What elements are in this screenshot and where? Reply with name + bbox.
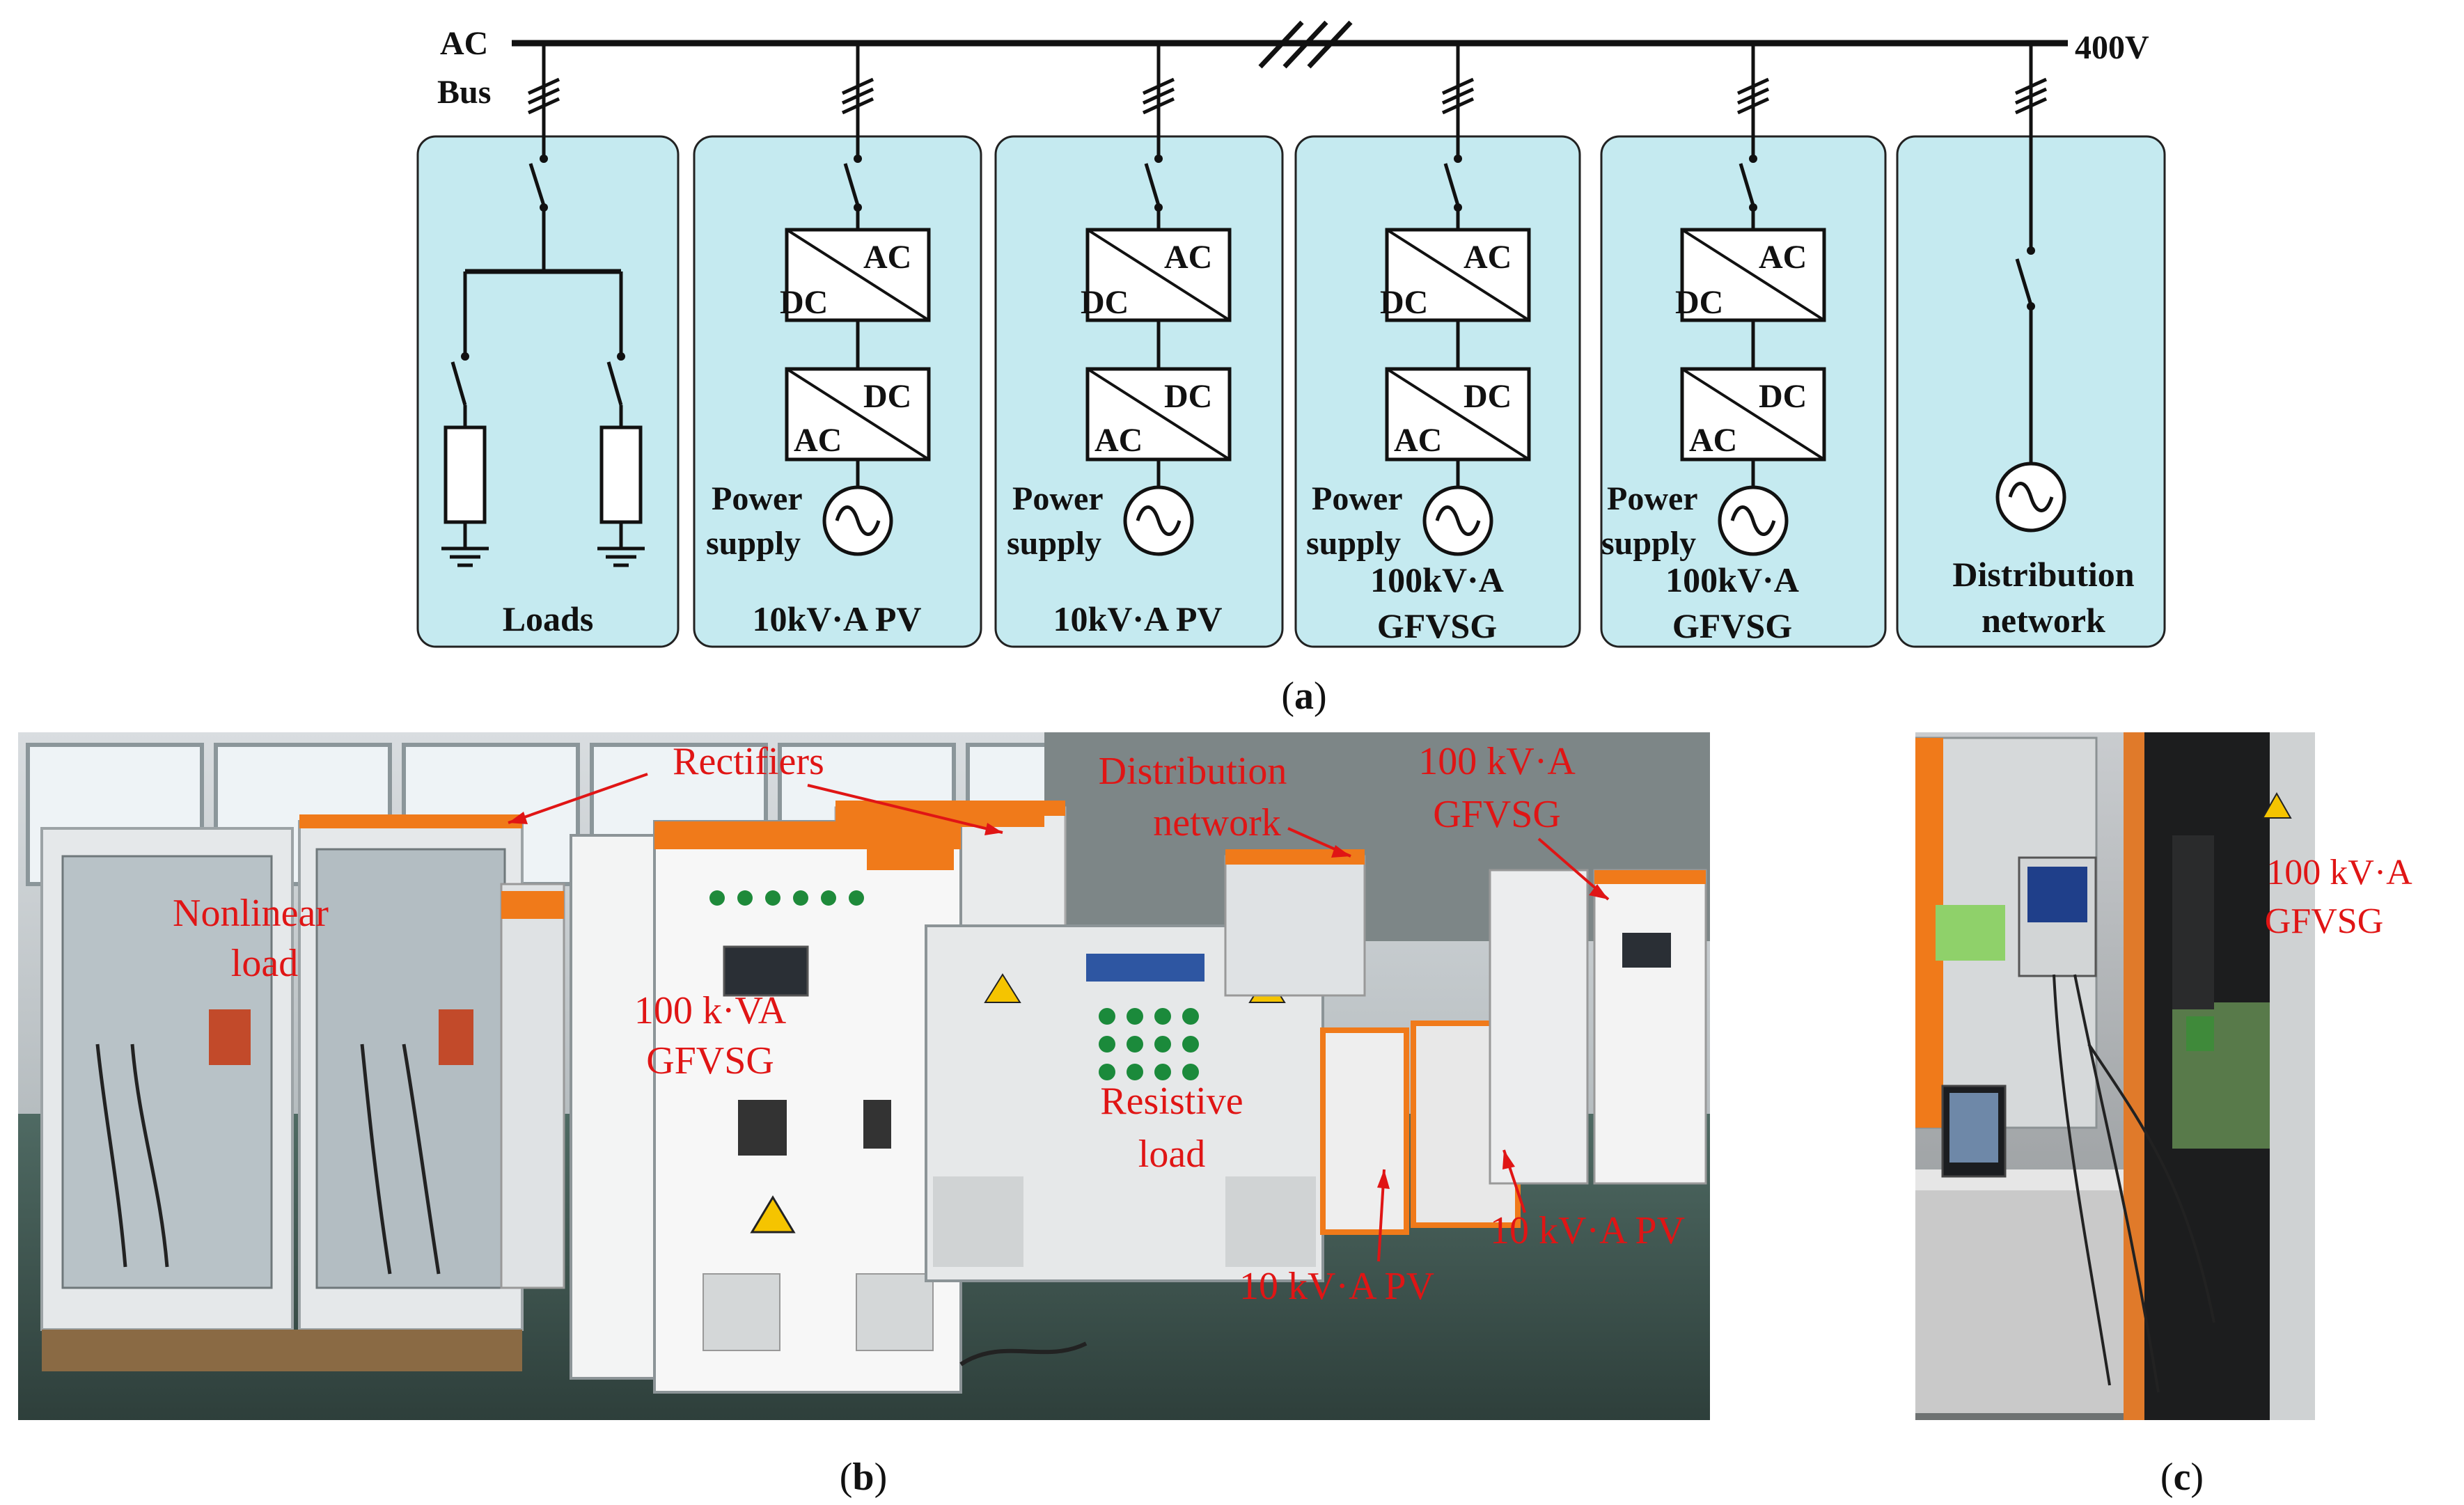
annotation-arrowhead	[508, 812, 528, 824]
panel-pv: AC DC DC AC Power supply 10kV·A PV	[693, 43, 982, 648]
photo-b-annotations: Rectifiers Distribution network 100 kV·A…	[173, 740, 1685, 1308]
power-supply-label: supply	[1306, 525, 1401, 562]
converter-dc-label: DC	[1464, 378, 1512, 415]
caption-a: (a)	[1281, 675, 1326, 718]
annotation-arrowhead	[1589, 884, 1608, 899]
converter-dc-label: DC	[780, 284, 828, 321]
single-line-diagram: AC Bus 400V Loads AC	[416, 20, 2166, 648]
power-supply-label: Power	[1312, 480, 1403, 517]
converter-dc-label: DC	[1380, 284, 1428, 321]
annotation-pv-1: 10 kV·A PV	[1490, 1209, 1685, 1252]
converter-dc-label: DC	[1675, 284, 1723, 321]
converter-ac-label: AC	[1759, 239, 1807, 276]
annotation-pv-2: 10 kV·A PV	[1239, 1265, 1434, 1308]
annotation-gfvsg-c-2: GFVSG	[2265, 901, 2384, 941]
converter-ac-label: AC	[794, 422, 842, 459]
ac-source-icon	[1425, 487, 1491, 554]
panel-distribution-network: Distribution network	[1896, 43, 2166, 648]
panel-label: 100kV·A	[1370, 560, 1504, 599]
resistor-icon	[444, 425, 487, 524]
annotation-arrow	[508, 773, 648, 824]
annotation-resistive: Resistive	[1100, 1080, 1243, 1123]
caption-c: (c)	[2160, 1456, 2204, 1499]
annotation-gfvsg-center: 100 k·VA	[634, 989, 787, 1032]
photo-c-annotations: 100 kV·A GFVSG	[2265, 853, 2412, 941]
bus-three-phase-mark	[1258, 20, 1353, 69]
converter-ac-label: AC	[1094, 422, 1143, 459]
panel-label: network	[1982, 601, 2105, 640]
caption-b: (b)	[840, 1456, 887, 1499]
converter-ac-label: AC	[1394, 422, 1442, 459]
panel-label: 100kV·A	[1665, 560, 1799, 599]
converter-dc-label: DC	[1081, 284, 1129, 321]
resistor-icon	[599, 425, 643, 524]
panel-label: GFVSG	[1672, 606, 1792, 645]
ac-source-icon	[1998, 464, 2064, 530]
converter-dc-label: DC	[1164, 378, 1212, 415]
annotation-arrowhead	[1502, 1150, 1515, 1169]
switch-icon	[843, 163, 860, 206]
annotation-resistive-load: load	[1138, 1133, 1205, 1176]
panel-label: 10kV·A PV	[752, 599, 921, 638]
photo-gfvsg-cabinet: 100 kV·A GFVSG	[1915, 732, 2412, 1420]
annotation-nonlinear-load: load	[231, 942, 298, 985]
annotation-rectifiers: Rectifiers	[673, 740, 824, 783]
switch-icon	[1443, 163, 1460, 206]
panel-label: Distribution	[1952, 555, 2134, 594]
power-supply-label: Power	[1012, 480, 1104, 517]
power-supply-label: supply	[706, 525, 801, 562]
panel-pv: AC DC DC AC Power supply 10kV·A PV	[994, 43, 1284, 648]
panel-label: 10kV·A PV	[1053, 599, 1222, 638]
photo-lab-setup: Rectifiers Distribution network 100 kV·A…	[18, 732, 1710, 1420]
converter-ac-label: AC	[1464, 239, 1512, 276]
power-supply-label: Power	[1607, 480, 1698, 517]
annotation-gfvsg-right-2: GFVSG	[1433, 793, 1561, 836]
switch-icon	[1739, 163, 1755, 206]
panel-loads: Loads	[416, 43, 680, 648]
ac-source-icon	[1125, 487, 1192, 554]
switch-icon	[2015, 258, 2033, 306]
converter-ac-label: AC	[1164, 239, 1212, 276]
power-supply-label: supply	[1601, 525, 1696, 562]
voltage-label: 400V	[2075, 29, 2149, 66]
annotation-gfvsg-c: 100 kV·A	[2266, 853, 2412, 892]
power-supply-label: Power	[712, 480, 803, 517]
panel-label: Loads	[503, 599, 594, 638]
bus-label-ac: AC	[440, 25, 488, 62]
converter-ac-label: AC	[863, 239, 911, 276]
annotation-gfvsg-right: 100 kV·A	[1418, 740, 1576, 783]
annotation-arrowhead	[984, 823, 1003, 835]
switch-icon	[450, 361, 467, 406]
switch-icon	[1144, 163, 1161, 206]
annotation-arrow	[807, 784, 1003, 834]
panel-label: GFVSG	[1377, 606, 1497, 645]
annotation-distribution: Distribution	[1099, 750, 1287, 793]
bus-label-bus: Bus	[437, 74, 491, 111]
ac-source-icon	[824, 487, 891, 554]
annotation-arrowhead	[1331, 845, 1351, 858]
annotation-nonlinear: Nonlinear	[173, 892, 329, 935]
annotation-arrowhead	[1377, 1169, 1390, 1189]
switch-icon	[606, 361, 623, 406]
converter-dc-label: DC	[863, 378, 911, 415]
panel-box	[416, 135, 680, 648]
annotation-network: network	[1153, 801, 1281, 844]
ac-source-icon	[1720, 487, 1787, 554]
power-supply-label: supply	[1007, 525, 1101, 562]
switch-icon	[528, 163, 546, 206]
converter-ac-label: AC	[1689, 422, 1737, 459]
converter-dc-label: DC	[1759, 378, 1807, 415]
annotation-gfvsg-center-2: GFVSG	[646, 1039, 774, 1082]
